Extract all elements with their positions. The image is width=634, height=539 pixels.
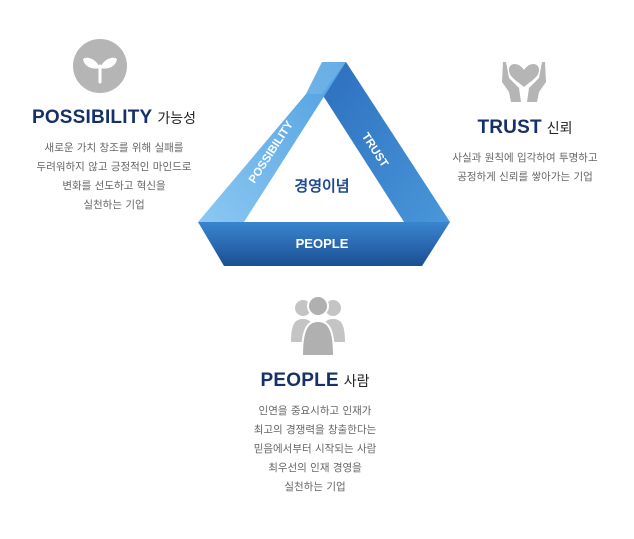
- people-title-ko: 사람: [343, 374, 370, 390]
- description-line: 실천하는 기업: [83, 199, 145, 211]
- description-line: 실천하는 기업: [284, 481, 346, 493]
- description-line: 두려워하지 않고 긍정적인 마인드로: [36, 161, 192, 173]
- hands-heart-icon: [502, 62, 546, 102]
- trust-title-ko: 신뢰: [546, 121, 573, 137]
- description-line: 믿음에서부터 시작되는 사람: [253, 443, 377, 455]
- description-line: 공정하게 신뢰를 쌓아가는 기업: [457, 171, 593, 183]
- people-title-en: PEOPLE: [260, 370, 339, 391]
- possibility-side: [198, 62, 346, 222]
- description-line: 최고의 경쟁력을 창출한다는: [253, 424, 377, 436]
- description-line: 변화를 선도하고 혁신을: [62, 180, 166, 192]
- possibility-description: 새로운 가치 창조를 위해 실패를 두려워하지 않고 긍정적인 마인드로 변화를…: [14, 139, 214, 215]
- trust-description: 사실과 원칙에 입각하여 투명하고 공정하게 신뢰를 쌓아가는 기업: [425, 149, 625, 187]
- trust-title-en: TRUST: [477, 117, 542, 138]
- people-group-icon: [291, 295, 345, 357]
- philosophy-triangle: POSSIBILITY TRUST PEOPLE 경영이념: [198, 62, 450, 266]
- possibility-title-en: POSSIBILITY: [31, 107, 153, 128]
- center-label: 경영이념: [294, 177, 349, 195]
- description-line: 새로운 가치 창조를 위해 실패를: [44, 142, 184, 154]
- people-description: 인연을 중요시하고 인재가 최고의 경쟁력을 창출한다는 믿음에서부터 시작되는…: [215, 402, 415, 497]
- description-line: 최우선의 인재 경영을: [268, 462, 362, 474]
- side-label-people: PEOPLE: [296, 236, 349, 251]
- people-side: [198, 222, 450, 266]
- sprout-icon: [73, 39, 127, 93]
- description-line: 인연을 중요시하고 인재가: [258, 405, 372, 417]
- trust-side: [322, 62, 450, 222]
- possibility-title-ko: 가능성: [157, 111, 197, 127]
- description-line: 사실과 원칙에 입각하여 투명하고: [452, 152, 598, 164]
